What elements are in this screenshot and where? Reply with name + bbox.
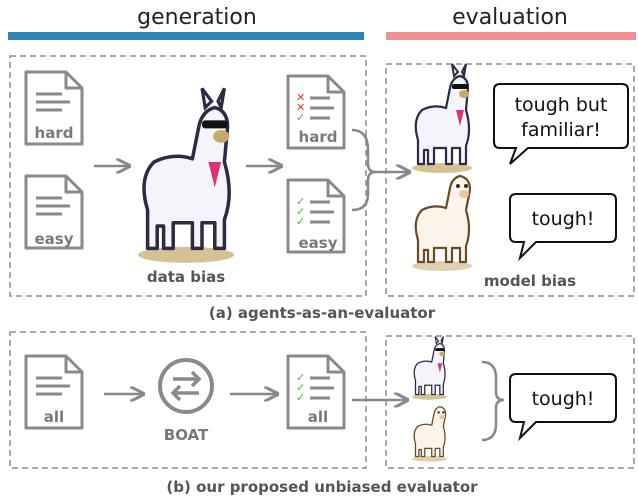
alpaca-small-icon bbox=[411, 406, 448, 463]
doc-hard-out: ✕ ✕ ✓ hard bbox=[286, 74, 346, 150]
evaluation-frame-b bbox=[385, 335, 635, 469]
svg-text:✓: ✓ bbox=[296, 381, 305, 394]
svg-text:✓: ✓ bbox=[296, 195, 305, 208]
evaluation-bar bbox=[386, 32, 636, 40]
svg-text:✕: ✕ bbox=[296, 91, 305, 104]
svg-text:✕: ✕ bbox=[296, 101, 305, 114]
svg-text:tough!: tough! bbox=[532, 388, 595, 410]
llama-evaluator-icon bbox=[410, 62, 474, 175]
llama-small-icon bbox=[411, 335, 448, 401]
speech-bubble-top: tough but familiar! bbox=[493, 83, 629, 165]
svg-text:✓: ✓ bbox=[296, 205, 305, 218]
svg-text:✓: ✓ bbox=[296, 111, 305, 124]
doc-all-out: ✓ ✓ ✓ all bbox=[286, 354, 346, 430]
svg-text:✓: ✓ bbox=[296, 371, 305, 384]
generation-frame-a bbox=[9, 55, 367, 297]
svg-text:tough!: tough! bbox=[532, 208, 595, 230]
brace-a bbox=[351, 128, 377, 212]
svg-text:hard: hard bbox=[299, 128, 338, 146]
doc-all-in: all bbox=[24, 354, 84, 430]
svg-text:all: all bbox=[44, 408, 64, 426]
svg-text:✓: ✓ bbox=[296, 215, 305, 228]
caption-b: (b) our proposed unbiased evaluator bbox=[166, 478, 478, 496]
evaluation-frame-a bbox=[385, 63, 635, 297]
svg-text:hard: hard bbox=[35, 124, 74, 142]
caption-a: (a) agents-as-an-evaluator bbox=[209, 304, 436, 322]
doc-easy-in: easy bbox=[24, 174, 84, 250]
model-bias-label: model bias bbox=[484, 272, 576, 290]
boat-icon bbox=[158, 358, 214, 414]
svg-text:✓: ✓ bbox=[296, 391, 305, 404]
boat-label: BOAT bbox=[164, 426, 209, 444]
svg-text:easy: easy bbox=[298, 234, 337, 252]
brace-b bbox=[481, 360, 505, 442]
speech-bubble-bottom: tough! bbox=[509, 193, 617, 262]
doc-hard-in: hard bbox=[24, 70, 84, 146]
alpaca-evaluator-icon bbox=[410, 174, 474, 273]
evaluation-header: evaluation bbox=[452, 5, 568, 30]
svg-text:tough but: tough but bbox=[515, 94, 608, 116]
doc-easy-out: ✓ ✓ ✓ easy bbox=[286, 178, 346, 254]
svg-text:familiar!: familiar! bbox=[521, 119, 601, 141]
generation-bar bbox=[8, 32, 364, 40]
data-bias-label: data bias bbox=[147, 268, 225, 286]
speech-bubble-b: tough! bbox=[509, 373, 617, 442]
llama-icon bbox=[136, 86, 236, 265]
svg-text:all: all bbox=[308, 408, 328, 426]
svg-text:easy: easy bbox=[34, 230, 73, 248]
generation-header: generation bbox=[137, 5, 257, 30]
